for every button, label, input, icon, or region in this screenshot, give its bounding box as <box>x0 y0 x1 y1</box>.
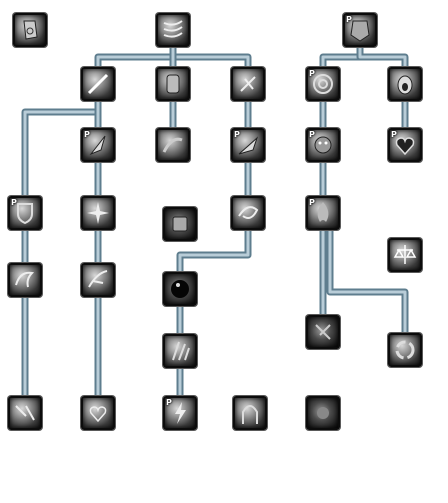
passive-marker: P <box>346 15 352 24</box>
talent-node-r3c5[interactable]: P <box>306 196 340 230</box>
connector-line-highlight <box>178 230 250 272</box>
talent-node-r3c1[interactable]: P <box>8 196 42 230</box>
arch-icon <box>242 405 258 424</box>
cycle-icon <box>395 340 415 360</box>
talent-node-r2c2[interactable]: P <box>81 128 115 162</box>
smoke-icon <box>162 137 183 153</box>
talent-node-r5c4[interactable] <box>306 315 340 349</box>
shield-icon <box>17 203 33 225</box>
creature-icon <box>314 136 332 154</box>
passive-marker: P <box>309 130 315 139</box>
burst-icon <box>87 202 109 224</box>
talent-node-r1c2[interactable] <box>156 67 190 101</box>
gauntlet-icon <box>172 216 188 232</box>
heart-icon <box>395 137 415 156</box>
talent-node-r2c4[interactable]: P <box>231 128 265 162</box>
talent-node-r3c4[interactable] <box>231 196 265 230</box>
talent-node-b4[interactable] <box>233 396 267 430</box>
fist-icon <box>166 74 180 94</box>
claw-strike-icon <box>163 20 183 38</box>
talent-node-r4c1[interactable] <box>8 263 42 297</box>
connector-line-highlight <box>96 47 175 67</box>
connector-line-highlight <box>328 230 407 333</box>
passive-marker: P <box>84 130 90 139</box>
scroll-icon <box>23 20 38 40</box>
claws-icon <box>172 341 190 361</box>
passive-marker: P <box>234 130 240 139</box>
talent-node-r2c5[interactable]: P <box>306 128 340 162</box>
talent-node-r1c5[interactable] <box>388 67 422 101</box>
talent-node-b1[interactable] <box>8 396 42 430</box>
dust-icon <box>317 407 329 419</box>
talent-node-r3c2[interactable] <box>81 196 115 230</box>
talent-node-r3c6[interactable] <box>388 238 422 272</box>
rune-icon <box>315 324 331 340</box>
horn-icon <box>15 271 35 288</box>
passive-marker: P <box>309 69 315 78</box>
gem-shield-icon <box>350 20 370 42</box>
talent-node-b5[interactable] <box>306 396 340 430</box>
arrows-icon <box>15 405 35 421</box>
bolt-icon <box>175 402 186 424</box>
feather-icon <box>88 270 108 288</box>
passive-marker: P <box>309 198 315 207</box>
dagger-icon <box>238 136 259 155</box>
passive-marker: P <box>391 130 397 139</box>
heart-outline-icon <box>89 406 107 423</box>
dark-orb-icon <box>171 280 189 298</box>
talent-node-b2[interactable] <box>81 396 115 430</box>
talent-node-r1c1[interactable] <box>81 67 115 101</box>
roar-icon <box>397 75 413 95</box>
talent-node-r1c3[interactable] <box>231 67 265 101</box>
talent-node-r5c3[interactable] <box>163 334 197 368</box>
scales-icon <box>393 245 417 264</box>
flame-icon <box>317 202 329 222</box>
connector-line-highlight <box>358 47 407 67</box>
talent-node-topleft[interactable] <box>13 13 47 47</box>
talent-node-r4c3[interactable] <box>163 272 197 306</box>
talent-node-root1[interactable] <box>156 13 190 47</box>
blade-icon <box>89 135 106 156</box>
talent-node-r3c3[interactable] <box>163 207 197 241</box>
talent-node-b3[interactable]: P <box>163 396 197 430</box>
target-icon <box>313 74 333 94</box>
talent-node-r1c4[interactable]: P <box>306 67 340 101</box>
talent-node-r5c5[interactable] <box>388 333 422 367</box>
slash-icon <box>87 73 109 95</box>
talent-node-root2[interactable]: P <box>343 13 377 47</box>
whirl-icon <box>238 206 259 219</box>
talent-node-r4c2[interactable] <box>81 263 115 297</box>
spark-icon <box>240 76 256 92</box>
passive-marker: P <box>11 198 17 207</box>
talent-node-r2c3[interactable] <box>156 128 190 162</box>
passive-marker: P <box>166 398 172 407</box>
connector-line-highlight <box>171 47 250 67</box>
connector-line-highlight <box>321 47 362 67</box>
talent-node-r2c6[interactable]: P <box>388 128 422 162</box>
